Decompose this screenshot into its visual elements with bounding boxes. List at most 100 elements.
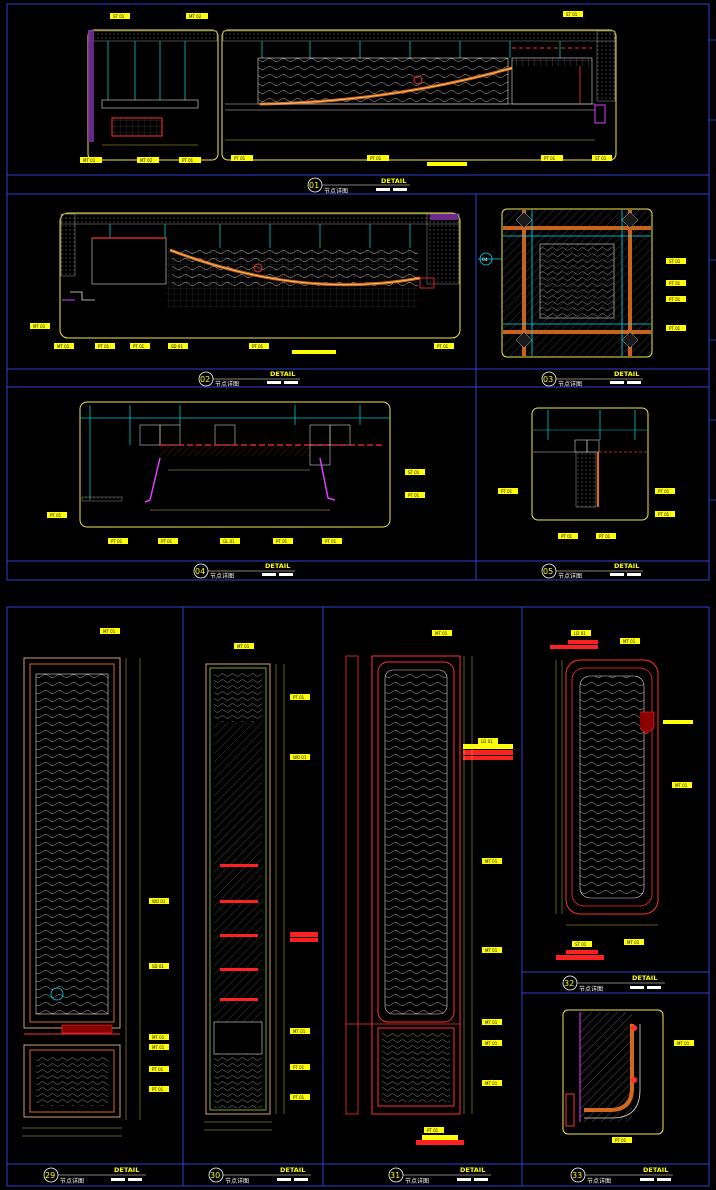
tag-sd01: SD 01: [168, 343, 188, 349]
tag-pt01: PT 01: [95, 343, 115, 349]
detail-05-tags: PT 01 PT 01 PT 01 PT 01 PT 01: [498, 488, 675, 539]
svg-text:PT 01: PT 01: [599, 534, 611, 539]
svg-text:MT 01: MT 01: [237, 644, 250, 649]
svg-text:ST 01: ST 01: [113, 14, 125, 19]
tag-pt01: PT 01: [158, 538, 178, 544]
title-32-number: 32: [564, 979, 574, 988]
tag-pt01: PT 01: [149, 1066, 169, 1072]
tag-mt01: MT 01: [54, 343, 74, 349]
sheet-1-edge-ticks: [709, 39, 716, 501]
tag-pt01: PT 01: [290, 694, 310, 700]
title-04-number: 04: [195, 567, 205, 576]
tag-mt01: MT 01: [482, 947, 502, 953]
svg-text:PT 01: PT 01: [658, 512, 670, 517]
svg-text:MT 01: MT 01: [293, 1029, 306, 1034]
svg-text:PT 01: PT 01: [234, 156, 246, 161]
svg-text:PT 01: PT 01: [293, 1065, 305, 1070]
tag-mt01: MT 01: [290, 1028, 310, 1034]
svg-text:PT 01: PT 01: [615, 1138, 627, 1143]
title-30: 30 DETAIL 节点详图: [208, 1166, 311, 1185]
title-29-number: 29: [45, 1171, 55, 1180]
tag-st01: ST 01: [572, 941, 592, 947]
tag-mt01: MT 01: [672, 782, 692, 788]
tag-ld01: LD 01: [571, 630, 591, 636]
title-05: 05 DETAIL 节点详图: [541, 562, 643, 580]
title-05-number: 05: [543, 567, 553, 576]
tag-pt01: PT 01: [322, 538, 342, 544]
svg-text:PT 01: PT 01: [133, 344, 145, 349]
svg-text:MT 01: MT 01: [623, 639, 636, 644]
title-31-subtitle: 节点详图: [405, 1177, 429, 1185]
title-30-number: 30: [210, 1171, 220, 1180]
title-29-label: DETAIL: [114, 1166, 139, 1174]
title-29: 29 DETAIL 节点详图: [43, 1166, 146, 1185]
svg-text:MT 01: MT 01: [675, 783, 688, 788]
svg-text:ST 01: ST 01: [575, 942, 587, 947]
tag-mt01: MT 01: [482, 1040, 502, 1046]
detail-31-tags: MT 01 LD 01 MT 01 MT 01 MT 01 MT 01 MT 0…: [424, 630, 502, 1133]
detail-02-drawing: [59, 212, 461, 354]
svg-text:ST 01: ST 01: [595, 156, 607, 161]
detail-31-drawing: [345, 655, 513, 1145]
title-04-subtitle: 节点详图: [210, 572, 234, 580]
svg-text:MT 01: MT 01: [57, 344, 70, 349]
svg-text:MT 01: MT 01: [152, 1035, 165, 1040]
svg-text:PT 01: PT 01: [669, 297, 681, 302]
detail-04-tags: ST 01 PT 01 PT 01 PT 01 PT 01 GL 01 PT 0…: [47, 469, 425, 544]
tag-mt01: MT 01: [620, 638, 640, 644]
tag-st01: ST 01: [563, 11, 583, 17]
svg-text:WD 01: WD 01: [152, 899, 166, 904]
title-04: 04 DETAIL 节点详图: [193, 562, 295, 580]
svg-text:PT 01: PT 01: [669, 326, 681, 331]
title-04-label: DETAIL: [265, 562, 290, 570]
svg-text:MT 01: MT 01: [103, 629, 116, 634]
detail-30-drawing: [204, 663, 318, 1131]
tag-pt01: PT 01: [424, 1127, 444, 1133]
detail-05-drawing: [531, 407, 649, 521]
tag-mt01: MT 01: [234, 643, 254, 649]
svg-text:PT 01: PT 01: [293, 695, 305, 700]
svg-text:PT 01: PT 01: [98, 344, 110, 349]
tag-pt01: PT 01: [367, 155, 389, 161]
tag-mt01: MT 01: [674, 1040, 694, 1046]
tag-st01: ST 01: [592, 155, 612, 161]
tag-st01: ST 01: [110, 13, 130, 19]
svg-text:ST 01: ST 01: [669, 259, 681, 264]
tag-mt01: MT 01: [30, 323, 50, 329]
svg-text:PT 01: PT 01: [437, 344, 449, 349]
sheet-1-frame: [6, 3, 710, 581]
title-32-subtitle: 节点详图: [579, 985, 603, 993]
tag-wd01: WD 01: [290, 754, 310, 760]
tag-pt01: PT 01: [596, 533, 616, 539]
svg-text:PT 01: PT 01: [152, 1067, 164, 1072]
tag-pt01: PT 01: [666, 325, 686, 331]
tag-ld01: LD 01: [478, 738, 498, 744]
detail-29-tags: MT 01 WD 01 SD 01 MT 01 MT 01 PT 01 PT 0…: [100, 628, 169, 1092]
title-33-subtitle: 节点详图: [587, 1177, 611, 1185]
tag-pt01: PT 01: [149, 1086, 169, 1092]
detail-32-tags: LD 01 MT 01 MT 01 MT 01 ST 01: [571, 630, 692, 947]
title-30-subtitle: 节点详图: [225, 1177, 249, 1185]
svg-text:MT 01: MT 01: [485, 1020, 498, 1025]
detail-01-drawing: [87, 29, 617, 166]
detail-33-drawing: [562, 1009, 664, 1135]
svg-text:MT 01: MT 01: [677, 1041, 690, 1046]
svg-text:MT 01: MT 01: [627, 940, 640, 945]
svg-text:PT 01: PT 01: [161, 539, 173, 544]
tag-mt01: MT 01: [482, 1019, 502, 1025]
title-05-subtitle: 节点详图: [558, 572, 582, 580]
tag-mt01: MT 01: [482, 1080, 502, 1086]
title-01: 01 DETAIL 节点详图: [307, 177, 410, 195]
tag-pt01: PT 01: [655, 488, 675, 494]
title-01-number: 01: [309, 181, 319, 190]
tag-mt02: MT 02: [137, 157, 159, 163]
title-02-subtitle: 节点详图: [215, 380, 239, 388]
svg-text:PT 01: PT 01: [276, 539, 288, 544]
svg-text:MT 01: MT 01: [33, 324, 46, 329]
tag-pt01: PT 01: [179, 157, 201, 163]
detail-03-tags: ST 01 PT 01 PT 01 PT 01: [666, 258, 686, 331]
detail-33-tags: MT 01 PT 01: [612, 1040, 694, 1143]
svg-text:MT 02: MT 02: [140, 158, 153, 163]
svg-text:GL 01: GL 01: [223, 539, 235, 544]
title-03-subtitle: 节点详图: [558, 380, 582, 388]
